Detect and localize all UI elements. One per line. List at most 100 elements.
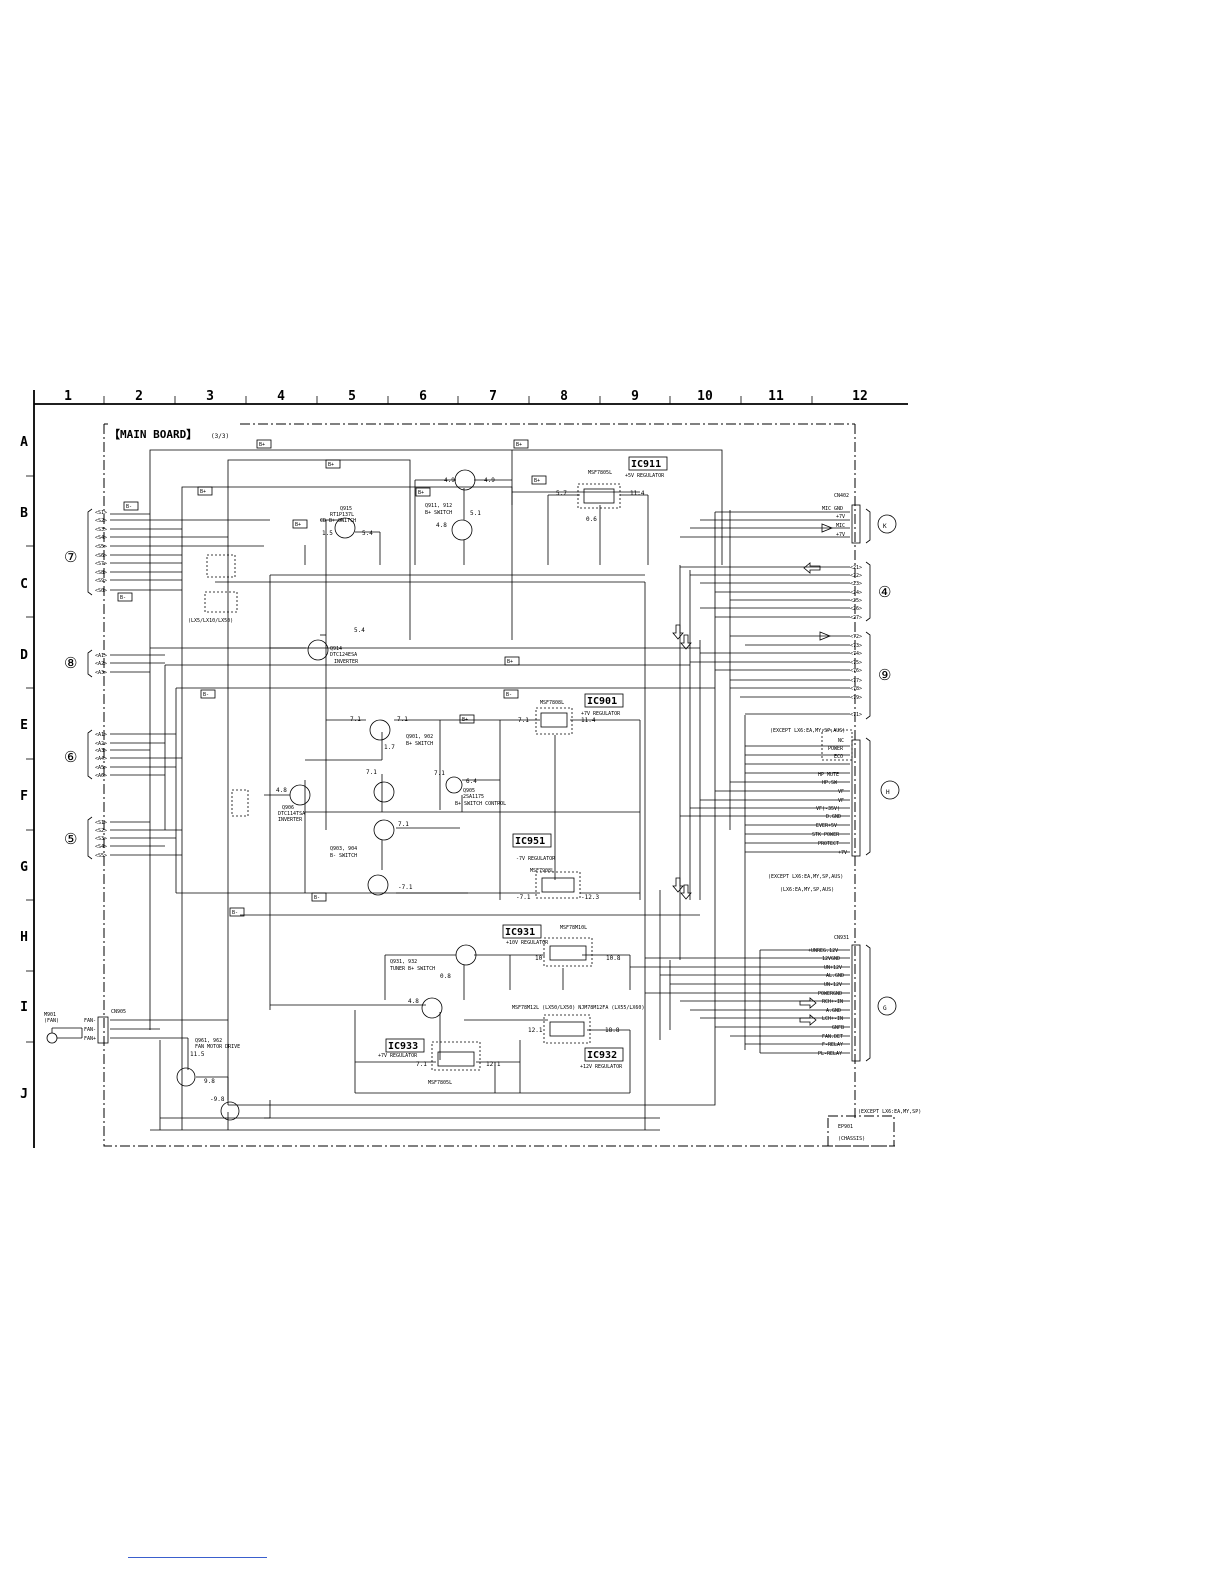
grid-col-label: 1 bbox=[64, 389, 72, 404]
rail-tag: B- bbox=[203, 692, 209, 698]
pin-label: ECO bbox=[834, 754, 843, 760]
pin-label: <S1> bbox=[95, 510, 107, 516]
transistor-label: TUNER B+ SWITCH bbox=[390, 966, 435, 972]
voltage: 4.8 bbox=[276, 787, 287, 794]
pin-label: +UNREG.12V bbox=[808, 948, 838, 954]
right-connectors bbox=[851, 504, 871, 1062]
pin-label: <A4> bbox=[95, 756, 107, 762]
pin-label: <S1> bbox=[95, 820, 107, 826]
voltage: 9.8 bbox=[204, 1078, 215, 1085]
grid-row-label: E bbox=[20, 718, 28, 733]
pin-label: <25> bbox=[850, 598, 862, 604]
voltage: 5.4 bbox=[362, 530, 373, 537]
voltage: 7.1 bbox=[518, 717, 529, 724]
chassis-label: (CHASSIS) bbox=[838, 1136, 865, 1142]
pin-label: <S5> bbox=[95, 853, 107, 859]
connector-note: (EXCEPT LX6:EA,MY,SP,AUS) bbox=[770, 728, 845, 734]
voltage: 4.9 bbox=[444, 477, 455, 484]
ic-function: +10V REGULATOR bbox=[506, 940, 549, 946]
pin-label: FAN.DET bbox=[822, 1034, 843, 1040]
rail-tag: B+ bbox=[507, 659, 513, 665]
ic-function: -7V REGULATOR bbox=[516, 856, 556, 862]
pin-label: F-RELAY bbox=[822, 1042, 843, 1048]
pin-label: <23> bbox=[850, 581, 862, 587]
grid-col-label: 12 bbox=[852, 389, 868, 404]
transistor-ref: Q914 bbox=[330, 646, 342, 652]
pin-label: <A3> bbox=[95, 670, 107, 676]
wiring bbox=[110, 449, 850, 1131]
voltage: 11.5 bbox=[190, 1051, 205, 1058]
connector-badge-9: ⑨ bbox=[878, 666, 891, 684]
connector-badge-8: ⑧ bbox=[64, 654, 77, 672]
ic-function: +7V REGULATOR bbox=[581, 711, 621, 717]
pin-label: <S9> bbox=[95, 578, 107, 584]
grid-row-label: G bbox=[20, 860, 28, 875]
connector-ref: CN402 bbox=[834, 493, 849, 499]
pin-label: AL.GND bbox=[826, 973, 844, 979]
connector-badge-6: ⑥ bbox=[64, 748, 77, 766]
pin-label: VF(-35V) bbox=[816, 806, 840, 812]
voltage: 0.6 bbox=[586, 516, 597, 523]
pin-label: <72> bbox=[850, 634, 862, 640]
grid-row-label: A bbox=[20, 435, 28, 450]
pin-label: <77> bbox=[850, 678, 862, 684]
voltage: -7.1 bbox=[398, 884, 413, 891]
pin-label: POWER bbox=[828, 746, 844, 752]
voltage: 0.8 bbox=[440, 973, 451, 980]
pin-label: NC bbox=[838, 738, 844, 744]
rail-tag: B- bbox=[506, 692, 512, 698]
ic-labels: IC911 MSF7805L +5V REGULATOR IC901 MSF78… bbox=[378, 456, 668, 1086]
grid-row-label: I bbox=[20, 1000, 28, 1015]
grid-col-label: 6 bbox=[419, 389, 427, 404]
pin-label: <A3> bbox=[95, 748, 107, 754]
transistor-label: FAN MOTOR DRIVE bbox=[195, 1044, 240, 1050]
voltage: 7.1 bbox=[434, 770, 445, 777]
voltage: 4.9 bbox=[484, 477, 495, 484]
voltage: 7.1 bbox=[366, 769, 377, 776]
grid-col-label: 4 bbox=[277, 389, 285, 404]
pin-label: HP MUTE bbox=[818, 772, 839, 778]
transistor-ref: Q915 bbox=[340, 506, 352, 512]
pin-label: <76> bbox=[850, 668, 862, 674]
footer-link-rule bbox=[128, 1557, 267, 1558]
transistor-part: DTC114TSA bbox=[278, 811, 305, 817]
ic-ref: IC933 bbox=[388, 1041, 418, 1052]
rail-tag: B- bbox=[232, 910, 238, 916]
ic-ref: IC911 bbox=[631, 459, 661, 470]
pin-label: POWERGND bbox=[818, 991, 842, 997]
pin-label: UN-12V bbox=[824, 982, 842, 988]
transistor-ref: Q905 bbox=[463, 788, 475, 794]
voltage: 5.1 bbox=[470, 510, 481, 517]
fan-label: (FAN) bbox=[44, 1018, 59, 1024]
connector-badge-h: H bbox=[886, 789, 890, 796]
rail-tag: B+ bbox=[200, 489, 206, 495]
transistor-label: CD B+ SWITCH bbox=[320, 518, 356, 524]
right-pin-labels: CN402 MIC GND +7V MIC +7V <21> <22> <23>… bbox=[770, 493, 862, 1057]
chassis-box bbox=[827, 1115, 895, 1147]
fan-pin: FAN- bbox=[84, 1018, 96, 1024]
grid-col-label: 8 bbox=[560, 389, 568, 404]
pin-label: <A1> bbox=[95, 732, 107, 738]
fan-connector: CN905 bbox=[111, 1009, 126, 1015]
rail-tag: B+ bbox=[516, 442, 522, 448]
pin-label: <24> bbox=[850, 590, 862, 596]
rail-tag: B+ bbox=[534, 478, 540, 484]
transistor-part: RT1P137L bbox=[330, 512, 354, 518]
transistor-label: B+ SWITCH bbox=[406, 741, 433, 747]
ic-ref: IC932 bbox=[587, 1050, 617, 1061]
voltage: 12.1 bbox=[486, 1061, 501, 1068]
transistor-part: DTC124ESA bbox=[330, 652, 357, 658]
transistor-label: B+ SWITCH CONTROL bbox=[455, 801, 506, 807]
pin-label: EVER+5V bbox=[816, 823, 837, 829]
pin-label: VF bbox=[838, 798, 844, 804]
pin-label: STK POWER bbox=[812, 832, 840, 838]
pin-label: <22> bbox=[850, 573, 862, 579]
transistor-ref: Q931, 932 bbox=[390, 959, 417, 965]
pin-label: <A2> bbox=[95, 741, 107, 747]
rail-tag: B- bbox=[314, 895, 320, 901]
pin-label: <S3> bbox=[95, 836, 107, 842]
pin-label: PL-RELAY bbox=[818, 1051, 842, 1057]
connector-badge-k: K bbox=[883, 523, 887, 530]
pin-label: <S4> bbox=[95, 535, 107, 541]
pin-label: <S6> bbox=[95, 553, 107, 559]
